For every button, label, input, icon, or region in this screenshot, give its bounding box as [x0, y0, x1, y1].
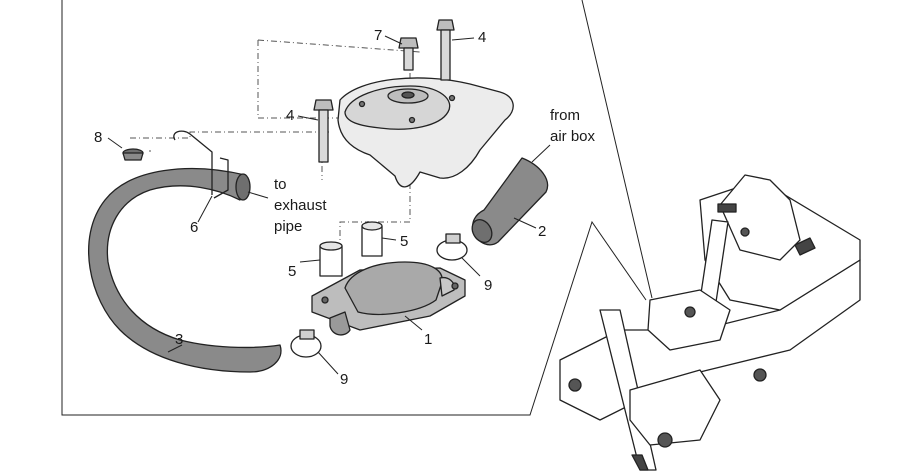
callout-9-lower: 9 [340, 371, 348, 388]
hose-3 [87, 167, 282, 373]
note-to-line3: pipe [274, 218, 302, 235]
spacer-5-lower [319, 241, 343, 277]
callout-4-right: 4 [478, 29, 486, 46]
air-housing-body [337, 77, 514, 188]
callout-3: 3 [175, 331, 183, 348]
vehicle-frame [559, 174, 861, 471]
spacer-5-upper [361, 221, 383, 257]
callout-4-left: 4 [286, 107, 294, 124]
callout-6: 6 [190, 219, 198, 236]
note-from-line1: from [550, 107, 580, 124]
callout-5-upper: 5 [400, 233, 408, 250]
detail-frame [61, 0, 653, 416]
callout-8: 8 [94, 129, 102, 146]
clamp-9-lower [290, 329, 322, 358]
leader-lines [107, 35, 551, 375]
callout-7: 7 [374, 27, 382, 44]
grommet-8 [122, 148, 144, 161]
callout-9-upper: 9 [484, 277, 492, 294]
bolt-4-right [436, 19, 455, 81]
callout-2: 2 [538, 223, 546, 240]
connector-1 [311, 261, 466, 336]
bracket-6 [173, 130, 229, 199]
callout-1: 1 [424, 331, 432, 348]
note-to-line1: to [274, 176, 287, 193]
bolt-4-left [313, 99, 334, 163]
note-from-line2: air box [550, 128, 596, 145]
clamp-9-upper [436, 233, 468, 261]
note-to-line2: exhaust [274, 197, 327, 214]
hose-2 [471, 157, 549, 246]
bolt-7 [398, 37, 419, 71]
callout-5-lower: 5 [288, 263, 296, 280]
